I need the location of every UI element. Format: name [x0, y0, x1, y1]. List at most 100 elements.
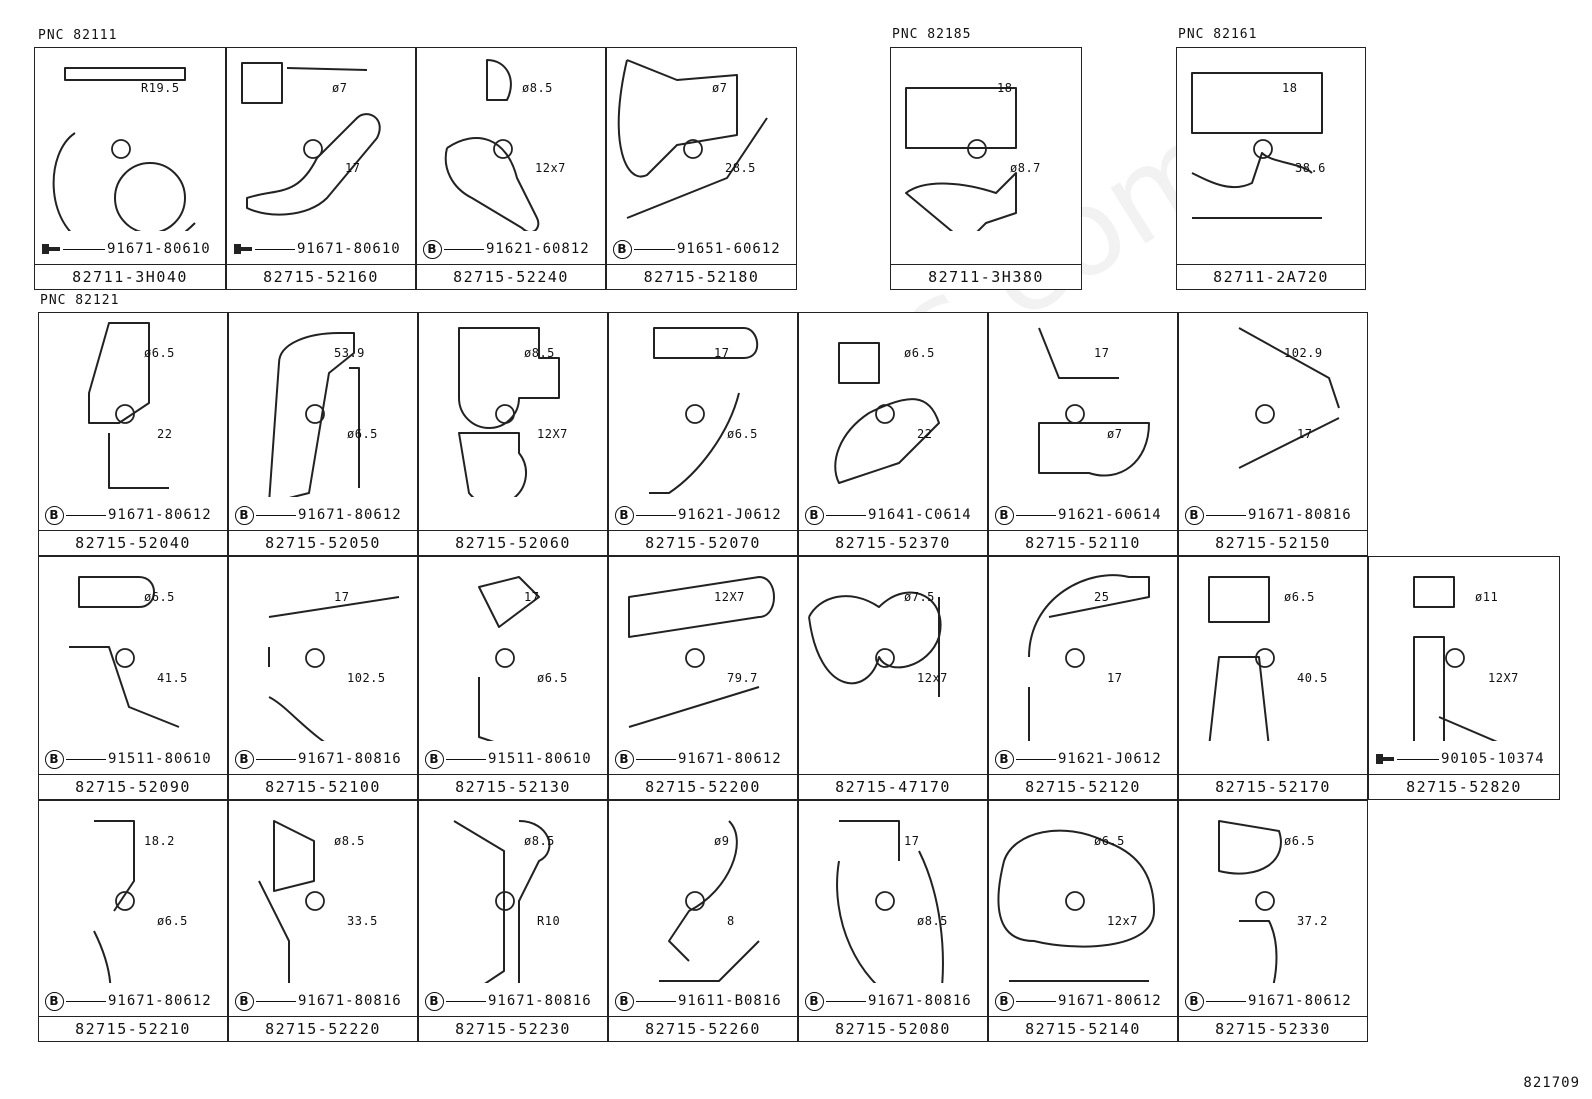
dimension-label: 12X7	[714, 590, 745, 604]
leader-line	[1016, 1000, 1056, 1002]
leader-line	[826, 514, 866, 516]
hole-circle	[303, 139, 323, 159]
part-number-label[interactable]: 82715-52060	[419, 530, 607, 555]
bolt-callout: 91671-80610	[233, 239, 401, 259]
part-illustration	[69, 576, 180, 728]
dimension-label: 12X7	[537, 427, 568, 441]
part-number-label[interactable]: 82715-52210	[39, 1016, 227, 1041]
leader-line	[66, 758, 106, 760]
part-number-label[interactable]: 82715-52090	[39, 774, 227, 799]
bolt-part-number: 91621-J0612	[1058, 751, 1162, 767]
part-illustration	[258, 820, 325, 983]
leader-line	[1206, 514, 1246, 516]
part-illustration	[52, 67, 196, 231]
screw-icon	[42, 244, 60, 254]
hole-circle	[495, 404, 515, 424]
part-number-label[interactable]: 82715-52070	[609, 530, 797, 555]
pnc-label-82121: PNC 82121	[40, 293, 120, 308]
dimension-label: ø6.5	[1284, 590, 1315, 604]
part-number-label[interactable]: 82715-52160	[227, 264, 415, 289]
hole-circle	[1065, 891, 1085, 911]
part-illustration	[453, 820, 551, 983]
part-number-label[interactable]: 82711-3H380	[891, 264, 1081, 289]
part-number-label[interactable]: 82715-52330	[1179, 1016, 1367, 1041]
part-number-label[interactable]: 82715-52230	[419, 1016, 607, 1041]
part-number-label[interactable]: 82715-52200	[609, 774, 797, 799]
leader-line	[634, 248, 675, 250]
part-number-label[interactable]: 82715-52120	[989, 774, 1177, 799]
part-illustration	[1238, 327, 1340, 469]
leader-line	[256, 514, 296, 516]
dimension-label: 17	[904, 834, 920, 848]
part-number-label[interactable]: 82711-2A720	[1177, 264, 1365, 289]
hole-circle	[685, 648, 705, 668]
part-number-label[interactable]: 82715-52110	[989, 530, 1177, 555]
pnc-label-82111: PNC 82111	[38, 28, 118, 43]
hole-circle	[115, 404, 135, 424]
dimension-label: ø6.5	[1284, 834, 1315, 848]
dimension-label: 102.5	[347, 671, 386, 685]
part-number-label[interactable]: 82715-52260	[609, 1016, 797, 1041]
dimension-label: ø9	[714, 834, 730, 848]
part-number-label[interactable]: 82711-3H040	[35, 264, 225, 289]
hole-circle	[495, 891, 515, 911]
bolt-b-mark-icon: B	[235, 991, 254, 1011]
bolt-b-mark-icon: B	[45, 505, 64, 525]
part-illustration	[1191, 72, 1323, 219]
bolt-b-mark-icon: B	[613, 239, 632, 259]
bolt-part-number: 91671-80612	[1248, 993, 1352, 1009]
part-number-label[interactable]: 82715-52150	[1179, 530, 1367, 555]
part-number-label[interactable]: 82715-52100	[229, 774, 417, 799]
bolt-part-number: 91671-80816	[488, 993, 592, 1009]
part-number-label[interactable]: 82715-52040	[39, 530, 227, 555]
bolt-part-number: 91671-80612	[678, 751, 782, 767]
part-illustration	[241, 62, 381, 216]
part-illustration	[1038, 327, 1150, 477]
hole-circle	[1065, 404, 1085, 424]
bolt-b-mark-icon: B	[1185, 991, 1204, 1011]
part-illustration	[458, 327, 560, 497]
part-number-label[interactable]: 82715-52240	[417, 264, 605, 289]
hole-circle	[305, 891, 325, 911]
part-number-label[interactable]: 82715-52140	[989, 1016, 1177, 1041]
part-number-label[interactable]: 82715-52170	[1179, 774, 1367, 799]
leader-line	[256, 1000, 296, 1002]
hole-circle	[305, 648, 325, 668]
part-number-label[interactable]: 82715-52370	[799, 530, 987, 555]
part-number-label[interactable]: 82715-52220	[229, 1016, 417, 1041]
part-number-label[interactable]: 82715-52130	[419, 774, 607, 799]
dimension-label: 25	[1094, 590, 1110, 604]
dimension-label: 17	[524, 590, 540, 604]
hole-circle	[495, 648, 515, 668]
part-number-label[interactable]: 82715-52080	[799, 1016, 987, 1041]
part-number-label[interactable]: 82715-52820	[1369, 774, 1559, 799]
hole-circle	[1255, 891, 1275, 911]
part-number-label[interactable]: 82715-52050	[229, 530, 417, 555]
hole-circle	[115, 648, 135, 668]
hole-circle	[875, 648, 895, 668]
bolt-part-number: 91671-80816	[298, 751, 402, 767]
dimension-label: ø8.5	[334, 834, 365, 848]
part-number-label[interactable]: 82715-47170	[799, 774, 987, 799]
part-number-label[interactable]: 82715-52180	[607, 264, 796, 289]
part-illustration	[836, 820, 944, 983]
dimension-label: 17	[345, 161, 361, 175]
